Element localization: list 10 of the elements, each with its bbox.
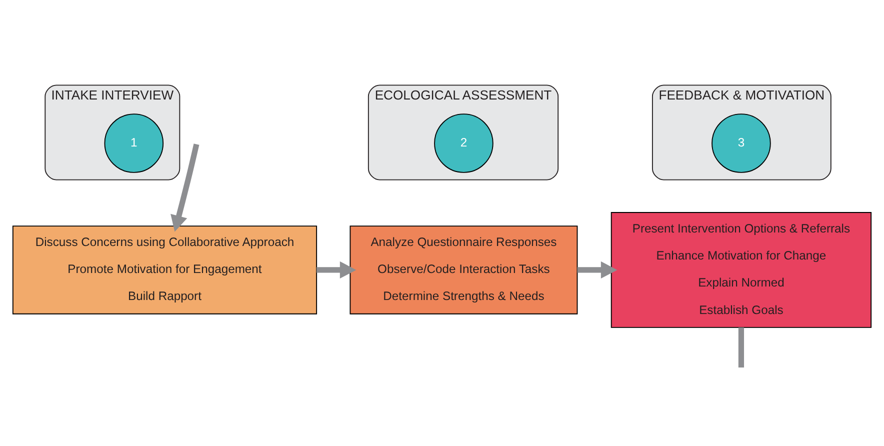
arrow xyxy=(170,144,200,232)
node-circle: 2 xyxy=(434,114,494,173)
connector xyxy=(738,327,744,368)
arrow xyxy=(577,261,618,279)
node-box: Discuss Concerns using Collaborative Approach Promote Motivation for Engagement Build Rapport xyxy=(12,226,318,314)
node-box: Present Intervention Options & Referrals Enhance Motivation for Change Explain Normed Establish Goals xyxy=(610,212,872,328)
node-box: Analyze Questionnaire Responses Observe/Code Interaction Tasks Determine Strengths & Needs xyxy=(350,226,578,314)
arrow xyxy=(316,261,356,279)
node-circle: 1 xyxy=(104,114,164,173)
node-circle: 3 xyxy=(712,114,771,173)
